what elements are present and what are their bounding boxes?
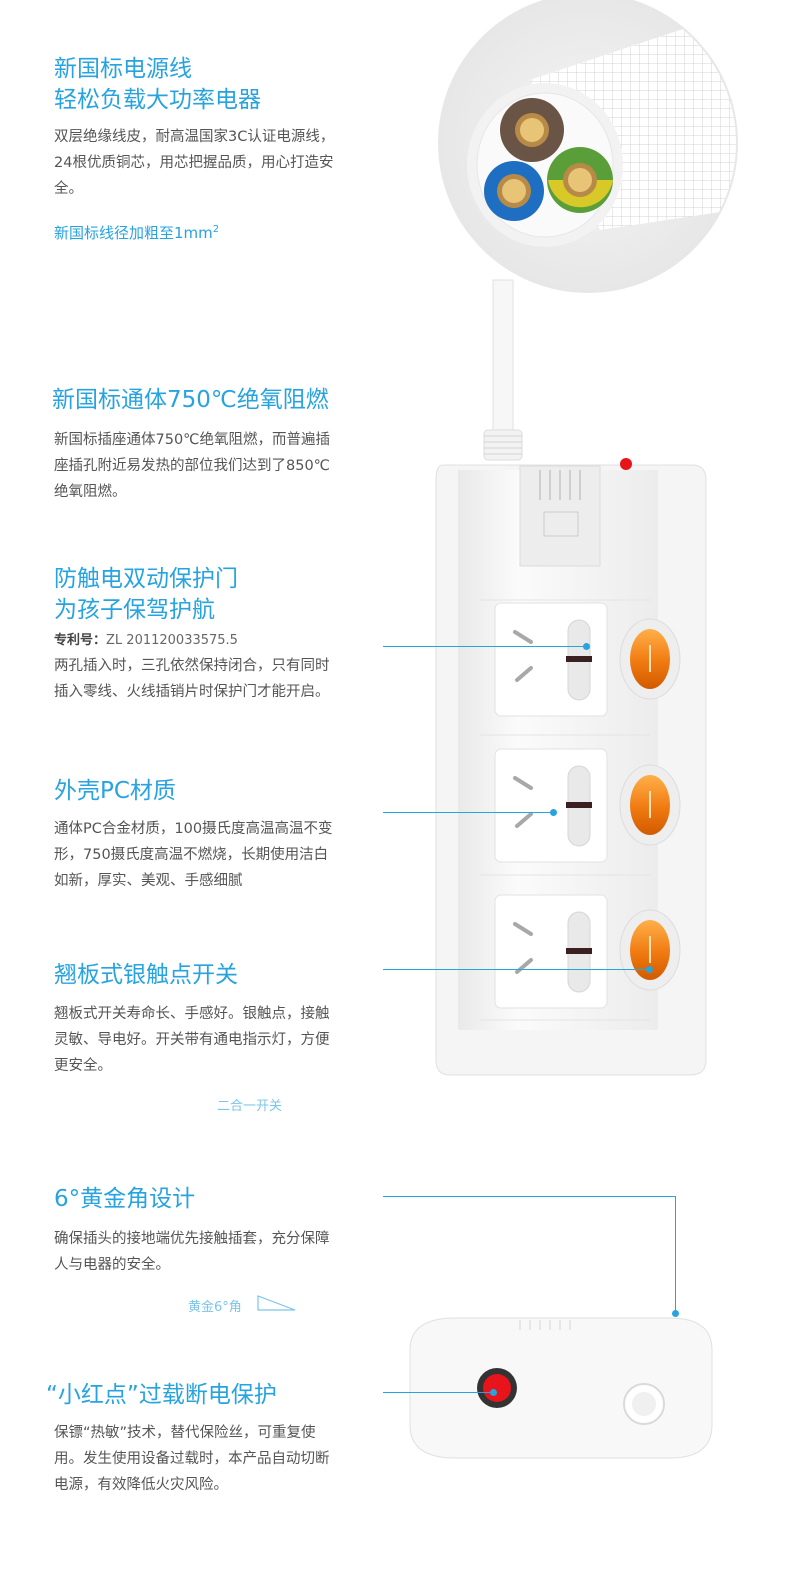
- pointer-line-angle-h: [383, 1196, 676, 1197]
- angle-description: 确保插头的接地端优先接触插套，充分保障人与电器的安全。: [54, 1231, 330, 1273]
- rocker-switch-2: [619, 764, 681, 846]
- power-strip: [435, 458, 707, 1076]
- patent-label: 专利号：: [54, 633, 107, 648]
- cable-highlight: 新国标线径加粗至1mm2: [54, 222, 219, 243]
- cable-title-line2: 轻松负载大功率电器: [54, 87, 261, 113]
- pointer-line-shutter: [383, 646, 586, 647]
- shutter-title-line2: 为孩子保驾护航: [54, 597, 215, 623]
- cable-highlight-text: 新国标线径加粗至1mm: [54, 224, 213, 242]
- switch-caption: 二合一开关: [217, 1099, 283, 1114]
- cable-description: 双层绝缘线皮，耐高温国家3C认证电源线，24根优质铜芯，用芯把握品质，用心打造安…: [54, 129, 335, 197]
- cable-title-line1: 新国标电源线: [54, 56, 192, 82]
- material-description: 通体PC合金材质，100摄氏度高温高温不变形，750摄氏度高温不燃烧，长期使用洁…: [54, 821, 333, 889]
- shutter-title-line1: 防触电双动保护门: [54, 566, 238, 592]
- socket-1: [494, 602, 608, 717]
- patent-number: 专利号：ZL 201120033575.5: [54, 629, 238, 648]
- pointer-dot-overload: [490, 1389, 497, 1396]
- switch-title: 翘板式银触点开关: [54, 962, 238, 988]
- patent-value: ZL 201120033575.5: [106, 633, 238, 648]
- pointer-line-overload: [383, 1392, 493, 1393]
- overload-title: “小红点”过载断电保护: [46, 1382, 277, 1408]
- pointer-dot-switch: [646, 966, 653, 973]
- rocker-switch-1: [619, 618, 681, 700]
- socket-3: [494, 894, 608, 1009]
- pointer-dot-material: [550, 809, 557, 816]
- pointer-line-angle-v: [675, 1196, 676, 1312]
- flame-description: 新国标插座通体750℃绝氧阻燃，而普遍插座插孔附近易发热的部位我们达到了850℃…: [54, 432, 330, 500]
- shutter-description: 两孔插入时，三孔依然保持闭合，只有同时插入零线、火线插销片时保护门才能开启。: [54, 658, 330, 700]
- socket-2: [494, 748, 608, 863]
- pointer-line-material: [383, 812, 553, 813]
- angle-icon: [257, 1295, 296, 1311]
- pointer-line-switch: [383, 969, 649, 970]
- material-title: 外壳PC材质: [54, 778, 176, 804]
- pointer-dot-angle: [672, 1310, 679, 1317]
- switch-description: 翘板式开关寿命长、手感好。银触点，接触灵敏、导电好。开关带有通电指示灯，方便更安…: [54, 1006, 330, 1074]
- cable-cross-section: [438, 0, 738, 293]
- angle-title: 6°黄金角设计: [54, 1186, 196, 1212]
- rocker-switch-3: [619, 909, 681, 991]
- overload-description: 保镖“热敏”技术，替代保险丝，可重复使用。发生使用设备过载时，本产品自动切断电源…: [54, 1425, 330, 1493]
- pointer-dot-shutter: [583, 643, 590, 650]
- power-cord: [492, 279, 514, 431]
- cable-highlight-sup: 2: [212, 224, 220, 235]
- strip-end-view: [409, 1317, 713, 1459]
- angle-caption: 黄金6°角: [188, 1300, 242, 1315]
- flame-title: 新国标通体750℃绝氧阻燃: [52, 387, 329, 413]
